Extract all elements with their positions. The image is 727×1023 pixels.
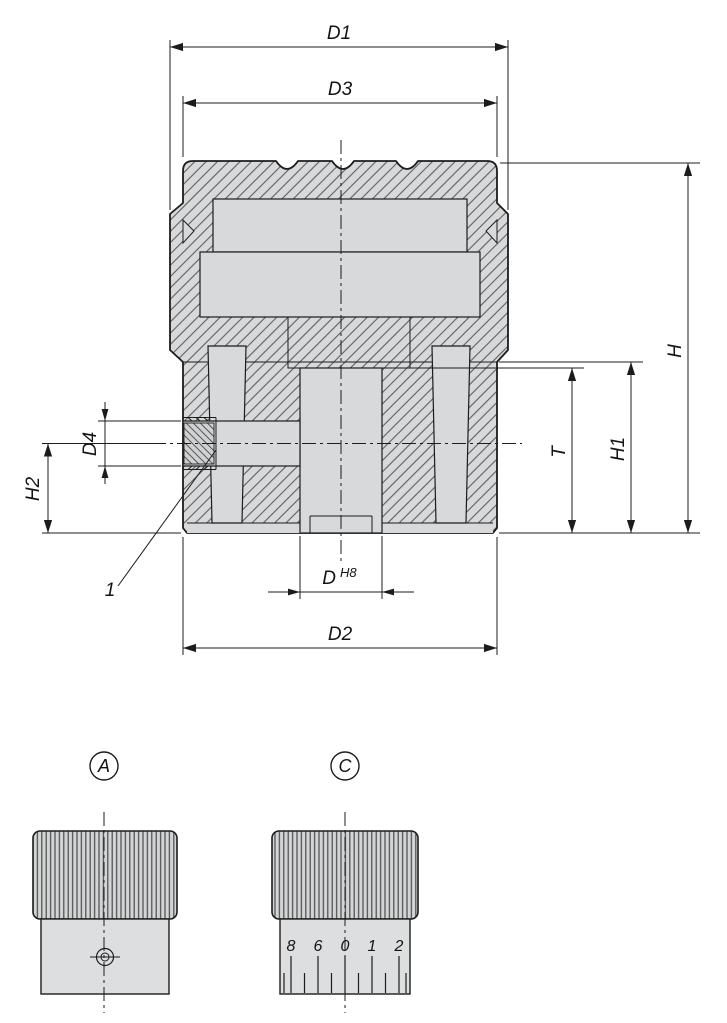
view-a-knurl-band — [32, 830, 178, 920]
snap-groove-right — [485, 218, 498, 245]
dim-label-d3: D3 — [328, 79, 353, 100]
dimension-d3: D3 — [182, 79, 498, 157]
dimension-d2: D2 — [182, 537, 498, 655]
clamp-slot-right — [431, 345, 471, 524]
dimensions: D1 D3 H H1 T — [23, 23, 700, 655]
view-a-letter: A — [97, 756, 110, 776]
snap-groove-left — [182, 218, 195, 245]
item-1-label: 1 — [105, 580, 116, 601]
scale-digit: 2 — [394, 938, 404, 955]
view-c-balloon — [330, 751, 360, 781]
dimension-d1: D1 — [169, 23, 509, 210]
dimension-d-h8: D H8 — [268, 536, 414, 599]
dim-label-d-tolerance: H8 — [340, 565, 357, 580]
insert-band — [199, 251, 481, 318]
dimension-h1: H1 — [499, 361, 643, 533]
dim-label-t: T — [549, 445, 570, 458]
dim-label-d: D — [322, 568, 336, 589]
dimension-h2: H2 — [23, 443, 181, 534]
dimension-t: T — [384, 367, 584, 533]
scale-digit: 6 — [314, 938, 323, 955]
view-a: A — [32, 751, 178, 1013]
cover-insert — [212, 198, 468, 253]
dim-label-d1: D1 — [327, 23, 351, 44]
scale-digit: 1 — [368, 938, 377, 955]
item-reference-1: 1 — [105, 449, 217, 601]
dim-label-h2: H2 — [23, 476, 44, 501]
view-c-letter: C — [339, 756, 353, 776]
view-c: C 8 6 0 1 2 — [271, 751, 419, 1013]
scale-digit: 8 — [287, 938, 296, 955]
centerlines — [152, 140, 522, 565]
dim-label-h1: H1 — [608, 437, 629, 461]
dimension-h: H — [499, 162, 700, 534]
dim-label-d2: D2 — [328, 624, 353, 645]
view-a-balloon — [89, 751, 119, 781]
dim-label-h: H — [665, 344, 686, 358]
main-section-view — [152, 140, 522, 565]
